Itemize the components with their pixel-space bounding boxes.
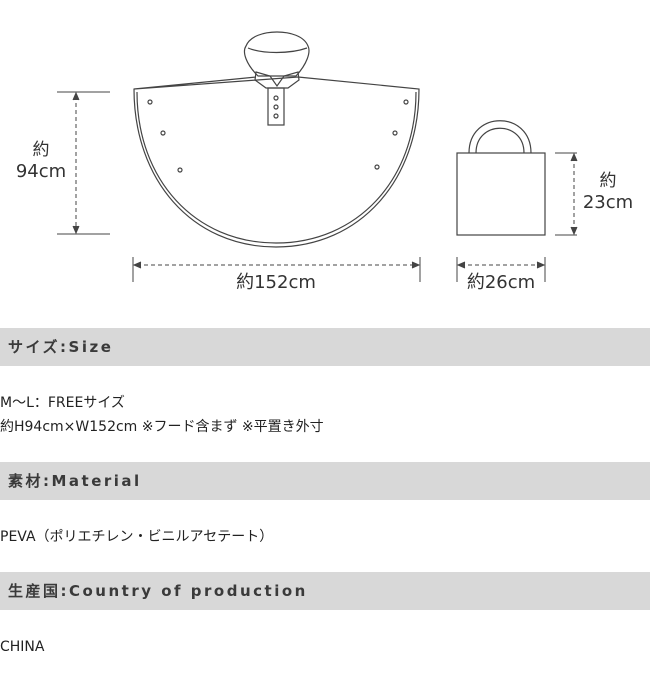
size-line: 約H94cm×W152cm ※フード含まず ※平置き外寸	[0, 419, 324, 435]
bag-height-label: 約 23cm	[580, 170, 636, 214]
size-diagram	[57, 31, 578, 282]
poncho-placket	[267, 87, 285, 126]
height-value: 94cm	[15, 161, 67, 182]
section-heading-size: サイズ:Size	[0, 328, 650, 366]
poncho-illustration	[133, 31, 420, 248]
country-details: CHINA	[0, 639, 45, 655]
height-prefix: 約	[32, 140, 50, 160]
section-heading-country: 生産国:Country of production	[0, 572, 650, 610]
poncho-width-label: 約152cm	[236, 272, 316, 293]
bag-illustration	[456, 120, 546, 236]
size-details: M〜L：FREEサイズ 約H94cm×W152cm ※フード含まず ※平置き外寸	[0, 391, 324, 439]
size-line: M〜L：FREEサイズ	[0, 395, 125, 411]
bag-height-prefix: 約	[599, 171, 617, 191]
poncho-body	[133, 76, 420, 248]
poncho-collar	[254, 71, 300, 89]
material-details: PEVA（ポリエチレン・ビニルアセテート）	[0, 529, 274, 545]
poncho-hood	[243, 31, 310, 77]
bag-width-label: 約26cm	[466, 272, 536, 293]
dimension-lines	[57, 91, 578, 282]
poncho-height-label: 約 94cm	[14, 139, 68, 183]
bag-height-value: 23cm	[582, 192, 634, 213]
section-heading-material: 素材:Material	[0, 462, 650, 500]
